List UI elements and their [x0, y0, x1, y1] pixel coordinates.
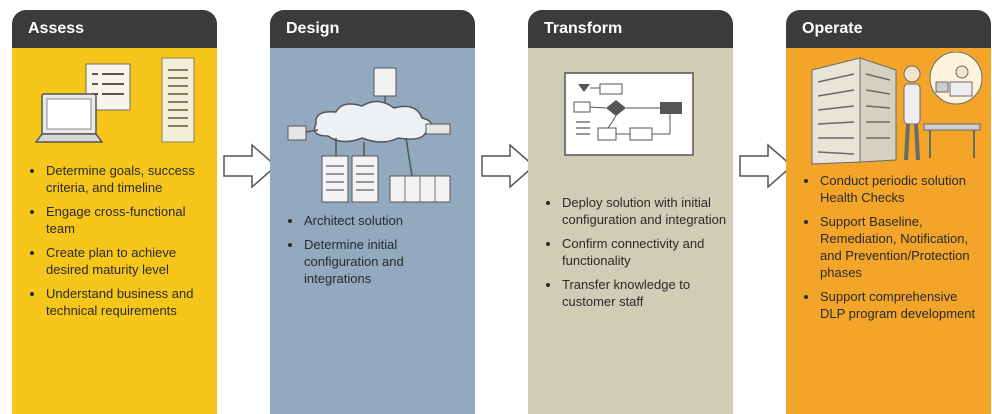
bullet-list: Deploy solution with initial configurati… [542, 194, 727, 317]
list-item: Support Baseline, Remediation, Notificat… [800, 213, 985, 281]
phase-title: Operate [786, 10, 991, 48]
arrow-right-icon [481, 143, 536, 189]
flowchart-icon [564, 72, 694, 156]
phase-design: Design [270, 10, 475, 414]
arrow-right-icon [739, 143, 794, 189]
list-item: Determine initial configuration and inte… [284, 236, 469, 287]
arrow-right-icon [223, 143, 278, 189]
list-item: Engage cross-functional team [26, 203, 211, 237]
list-item: Create plan to achieve desired maturity … [26, 244, 211, 278]
laptop-and-documents-icon [34, 57, 195, 143]
phase-panel: Architect solution Determine initial con… [270, 48, 475, 414]
phase-assess: Assess Determine goals, succe [12, 10, 217, 414]
phase-panel: Determine goals, success criteria, and t… [12, 48, 217, 414]
list-item: Determine goals, success criteria, and t… [26, 162, 211, 196]
phase-operate: Operate [786, 10, 991, 414]
list-item: Understand business and technical requir… [26, 285, 211, 319]
list-item: Conduct periodic solution Health Checks [800, 172, 985, 206]
list-item: Architect solution [284, 212, 469, 229]
operator-and-servers-icon [811, 52, 983, 165]
phase-transform: Transform Deploy solution with i [528, 10, 733, 414]
phase-panel: Deploy solution with initial configurati… [528, 48, 733, 414]
list-item: Confirm connectivity and functionality [542, 235, 727, 269]
phase-title: Transform [528, 10, 733, 48]
phase-title: Assess [12, 10, 217, 48]
bullet-list: Determine goals, success criteria, and t… [26, 162, 211, 326]
list-item: Deploy solution with initial configurati… [542, 194, 727, 228]
list-item: Support comprehensive DLP program develo… [800, 288, 985, 322]
bullet-list: Conduct periodic solution Health Checks … [800, 172, 985, 329]
bullet-list: Architect solution Determine initial con… [284, 212, 469, 294]
phase-title: Design [270, 10, 475, 48]
list-item: Transfer knowledge to customer staff [542, 276, 727, 310]
network-architecture-icon [287, 67, 451, 203]
phase-panel: Conduct periodic solution Health Checks … [786, 48, 991, 414]
